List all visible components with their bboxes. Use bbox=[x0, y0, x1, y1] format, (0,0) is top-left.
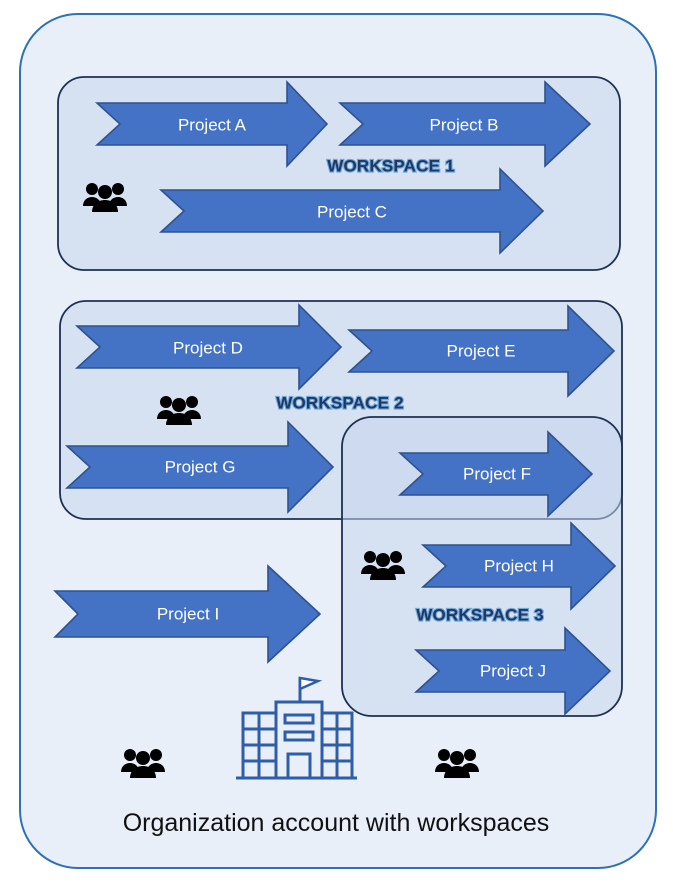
project-a-arrow bbox=[94, 80, 329, 168]
project-e-arrow bbox=[346, 304, 616, 398]
project-d-label: Project D bbox=[173, 339, 243, 358]
workspace-2-label: WORKSPACE 2 bbox=[276, 394, 404, 413]
project-h-arrow bbox=[420, 521, 617, 611]
project-g-label: Project G bbox=[165, 458, 236, 477]
project-b-arrow bbox=[337, 80, 592, 168]
building-icon bbox=[236, 676, 357, 780]
project-h-label: Project H bbox=[484, 557, 554, 576]
project-b-label: Project B bbox=[430, 116, 499, 135]
project-j-arrow bbox=[413, 626, 612, 716]
project-c-label: Project C bbox=[317, 203, 387, 222]
workspace-3-label: WORKSPACE 3 bbox=[416, 606, 544, 625]
project-c-arrow bbox=[158, 167, 545, 255]
project-i-arrow bbox=[53, 564, 322, 664]
project-d-arrow bbox=[74, 303, 343, 391]
project-e-label: Project E bbox=[447, 342, 516, 361]
project-g-arrow bbox=[64, 420, 335, 514]
project-f-arrow bbox=[397, 430, 594, 518]
project-j-label: Project J bbox=[480, 662, 546, 681]
organization-label: Organization account with workspaces bbox=[123, 809, 550, 837]
project-f-label: Project F bbox=[463, 465, 531, 484]
workspace-1-label: WORKSPACE 1 bbox=[327, 157, 455, 176]
project-i-label: Project I bbox=[157, 605, 219, 624]
project-a-label: Project A bbox=[178, 116, 247, 135]
